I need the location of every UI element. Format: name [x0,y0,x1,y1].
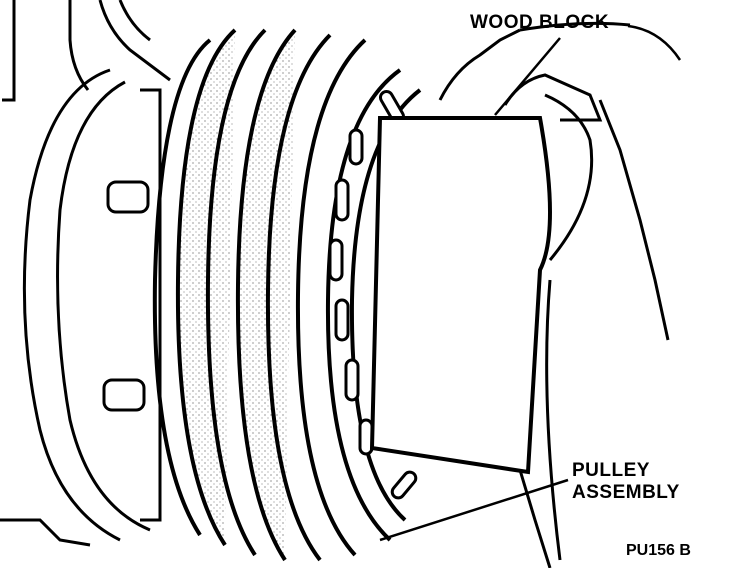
pulley-label-line1: PULLEY [572,460,650,481]
wood-block-label: WOOD BLOCK [470,12,610,33]
pulley-assembly-label: PULLEY ASSEMBLY [572,460,680,504]
engine-bracket [0,0,171,547]
figure-code: PU156 B [626,542,691,559]
pulley-label-line2: ASSEMBLY [572,482,680,503]
clutch-housing [22,68,162,542]
leader-lines [379,24,682,542]
wood-block [369,116,552,475]
